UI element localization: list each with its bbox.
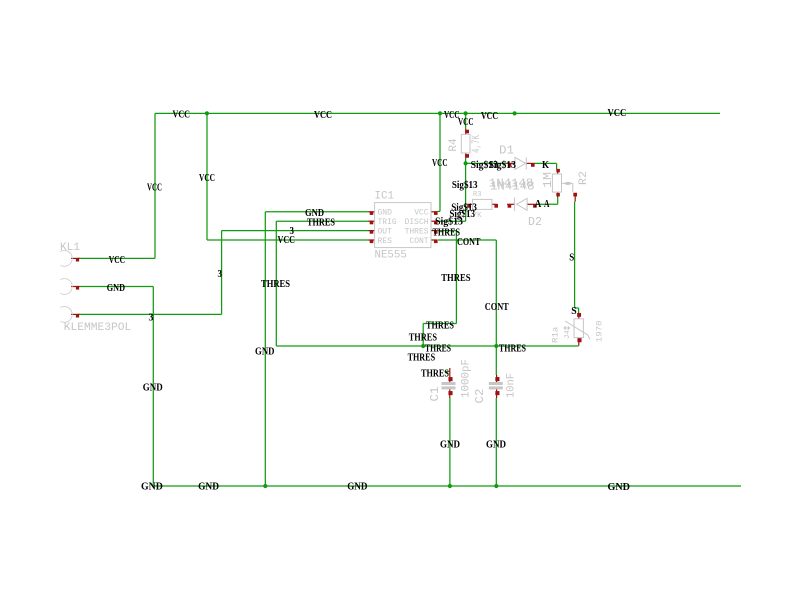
- svg-text:CONT: CONT: [409, 237, 428, 246]
- svg-text:THRES: THRES: [421, 369, 449, 380]
- svg-text:GND: GND: [141, 482, 163, 493]
- svg-text:1970: 1970: [595, 320, 604, 342]
- svg-text:VCC: VCC: [314, 110, 332, 121]
- svg-text:THRES: THRES: [409, 333, 438, 344]
- svg-text:DISCH: DISCH: [405, 218, 429, 227]
- svg-text:CONT: CONT: [457, 237, 481, 248]
- svg-text:A: A: [544, 199, 550, 210]
- svg-text:1N4148: 1N4148: [490, 180, 535, 194]
- svg-text:THRES: THRES: [441, 273, 470, 284]
- svg-text:GND: GND: [255, 346, 275, 357]
- svg-text:10nF: 10nF: [506, 373, 518, 398]
- svg-text:GND: GND: [347, 482, 367, 493]
- svg-text:1000pF: 1000pF: [461, 359, 473, 398]
- svg-text:S: S: [569, 253, 574, 264]
- svg-text:R1a: R1a: [552, 326, 561, 343]
- svg-text:3: 3: [218, 269, 223, 280]
- svg-text:R3: R3: [473, 191, 481, 199]
- svg-text:GND: GND: [107, 283, 125, 294]
- svg-text:Sig$13: Sig$13: [451, 202, 477, 213]
- svg-text:GND: GND: [305, 208, 324, 219]
- svg-text:1N4148: 1N4148: [489, 176, 534, 190]
- svg-text:THRES: THRES: [405, 228, 429, 237]
- svg-text:1M: 1M: [541, 172, 555, 188]
- svg-text:Sig$13: Sig$13: [489, 160, 517, 171]
- svg-text:RES: RES: [378, 237, 393, 246]
- svg-text:GND: GND: [486, 439, 506, 450]
- svg-text:VCC: VCC: [278, 235, 296, 246]
- svg-text:THRES: THRES: [408, 352, 436, 363]
- svg-text:GND: GND: [608, 482, 631, 493]
- svg-text:Sig$13: Sig$13: [435, 217, 463, 228]
- svg-text:THRES: THRES: [426, 321, 454, 332]
- svg-text:D2: D2: [528, 215, 542, 229]
- svg-text:THRES: THRES: [261, 279, 290, 290]
- svg-text:KL1: KL1: [60, 242, 80, 254]
- svg-text:IC1: IC1: [375, 191, 395, 203]
- svg-text:CONT: CONT: [485, 302, 509, 313]
- svg-text:4,7K: 4,7K: [471, 135, 483, 153]
- svg-text:VCC: VCC: [199, 173, 215, 184]
- svg-text:VCC: VCC: [458, 117, 474, 128]
- svg-text:3: 3: [149, 312, 154, 323]
- svg-text:Sig$13: Sig$13: [452, 180, 478, 191]
- svg-text:GND: GND: [198, 482, 219, 493]
- svg-text:A: A: [535, 199, 542, 210]
- svg-text:J4: J4: [564, 330, 572, 339]
- svg-text:4,7K: 4,7K: [464, 212, 482, 220]
- svg-text:THRES: THRES: [433, 227, 461, 238]
- svg-text:C1: C1: [428, 387, 442, 402]
- svg-text:K: K: [542, 160, 549, 171]
- svg-text:OUT: OUT: [378, 228, 393, 237]
- svg-text:Sig$13: Sig$13: [449, 209, 475, 220]
- svg-text:VCC: VCC: [432, 158, 448, 169]
- svg-text:THRES: THRES: [307, 217, 335, 228]
- svg-text:VCC: VCC: [481, 111, 498, 122]
- svg-text:3: 3: [290, 226, 295, 237]
- svg-text:R4: R4: [448, 138, 460, 152]
- svg-text:VCC: VCC: [147, 182, 162, 193]
- svg-text:THRES: THRES: [499, 343, 526, 354]
- svg-text:R2: R2: [578, 171, 590, 185]
- svg-text:TRIG: TRIG: [378, 218, 397, 227]
- svg-text:KLEMME3POL: KLEMME3POL: [64, 322, 132, 334]
- svg-text:VCC: VCC: [444, 110, 460, 121]
- svg-text:GND: GND: [440, 439, 460, 450]
- svg-text:GND: GND: [378, 209, 393, 218]
- svg-text:VCC: VCC: [109, 255, 125, 266]
- svg-text:Sig$13: Sig$13: [471, 160, 499, 171]
- svg-text:VCC: VCC: [173, 109, 191, 120]
- svg-text:THRES: THRES: [425, 343, 451, 354]
- svg-text:S: S: [571, 306, 577, 317]
- svg-text:C2: C2: [473, 389, 487, 404]
- svg-text:VCC: VCC: [608, 108, 627, 119]
- svg-text:D1: D1: [499, 143, 514, 157]
- svg-text:VCC: VCC: [414, 209, 429, 218]
- svg-text:NE555: NE555: [375, 249, 407, 261]
- svg-text:GND: GND: [143, 383, 163, 394]
